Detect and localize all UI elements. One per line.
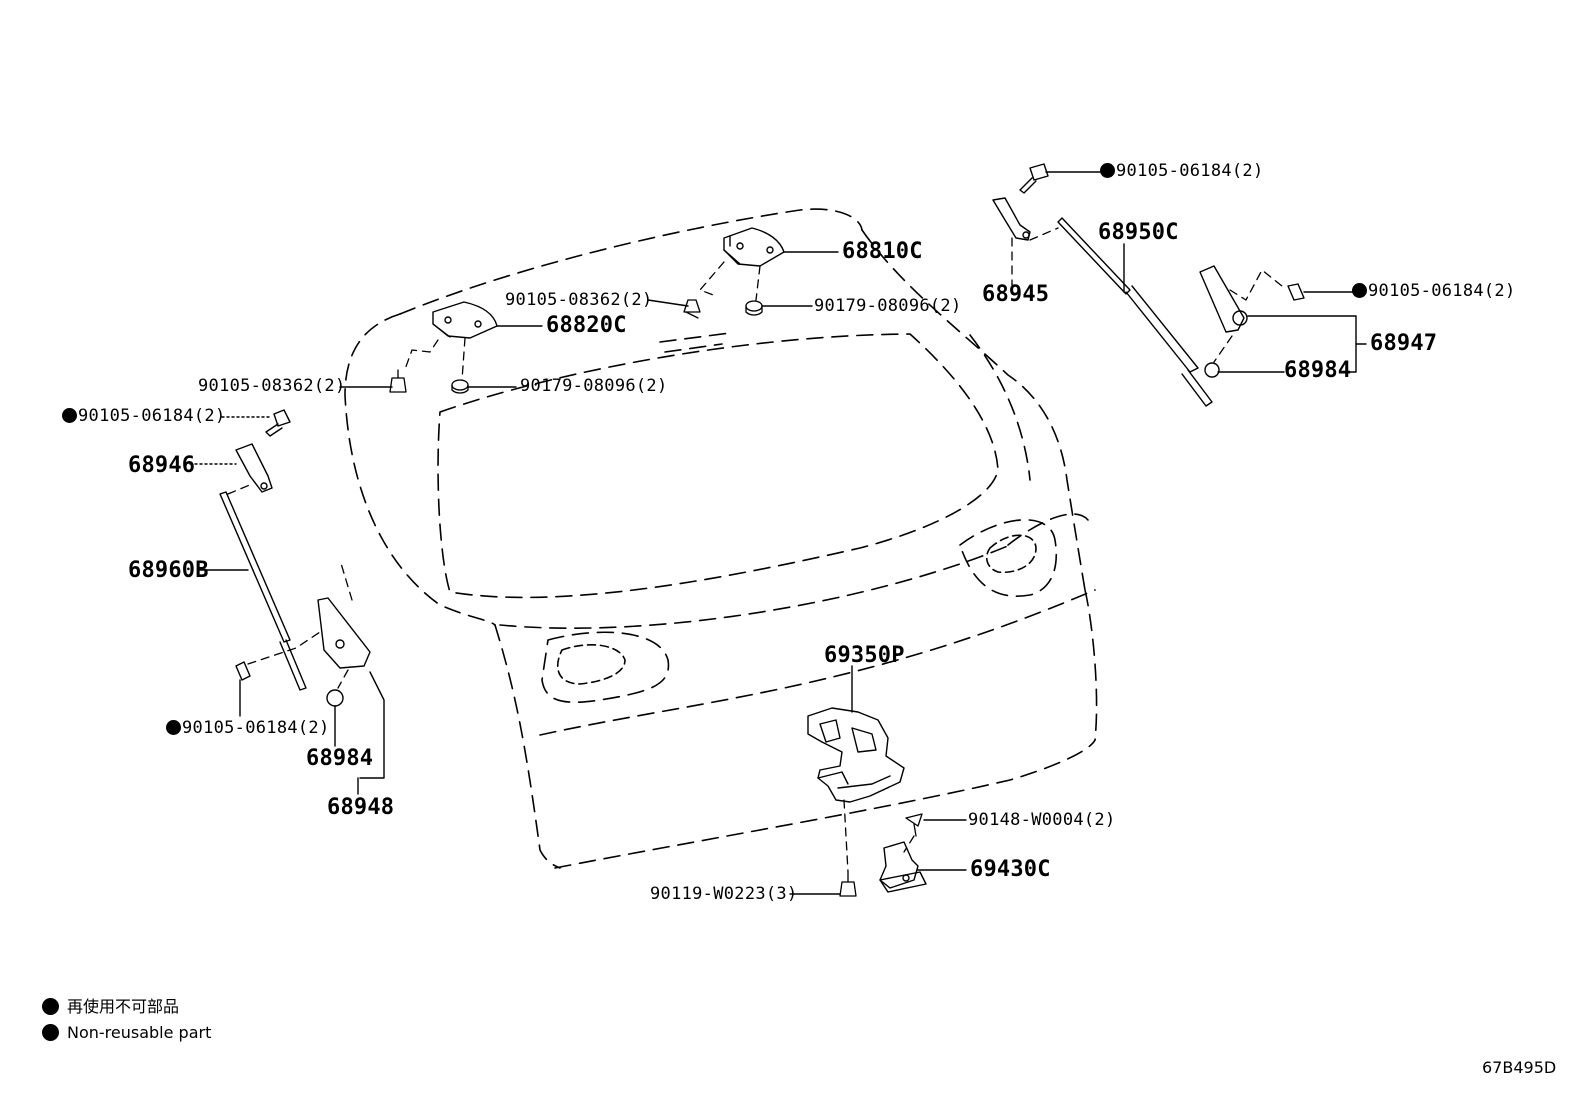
non-reusable-dot-icon [166,720,181,735]
hinge-fastener-dashes [403,261,761,381]
non-reusable-dot-icon [42,998,59,1015]
hinge-68820c [432,301,498,339]
left-strut-dashes [227,483,353,689]
lower-screws [839,813,923,897]
lock-69350p [807,707,905,803]
legend-japanese: 再使用不可部品 [42,998,179,1015]
label-68820c: 68820C [546,313,627,338]
label-90148-w0004: 90148-W0004(2) [968,810,1116,830]
right-strut-assembly [992,163,1305,407]
label-68984-left: 68984 [306,746,374,771]
label-68945: 68945 [982,282,1050,307]
label-90105-08362-left: 90105-08362(2) [198,376,346,396]
label-68948: 68948 [327,795,395,820]
label-90105-06184-left-bottom: 90105-06184(2) [166,720,330,737]
lamp-left-lens [556,644,626,685]
label-68960b: 68960B [128,558,209,583]
leader-lines [189,171,1367,895]
legend-english: Non-reusable part [42,1024,211,1041]
label-68950c: 68950C [1098,220,1179,245]
label-90105-08362-center: 90105-08362(2) [505,290,653,310]
label-68984-right: 68984 [1284,358,1352,383]
non-reusable-dot-icon [1352,283,1367,298]
non-reusable-dot-icon [62,408,77,423]
label-90179-08096-left: 90179-08096(2) [520,376,668,396]
label-68810c: 68810C [842,239,923,264]
label-69350p: 69350P [824,643,905,668]
label-90179-08096-center: 90179-08096(2) [814,296,962,316]
left-strut-assembly [219,409,371,707]
lower-dashes [843,799,915,873]
striker-69430c [879,841,927,893]
label-68946: 68946 [128,453,196,478]
label-90105-06184-left-top: 90105-06184(2) [62,408,226,425]
label-90119-w0223: 90119-W0223(3) [650,884,798,904]
hinge-68810c [723,227,785,267]
diagram-code: 67B495D [1482,1058,1557,1077]
non-reusable-dot-icon [42,1024,59,1041]
back-door-outline [344,208,1098,869]
right-strut-dashes [1011,227,1283,363]
label-90105-06184-top: 90105-06184(2) [1100,163,1264,180]
label-68947: 68947 [1370,331,1438,356]
label-90105-06184-right: 90105-06184(2) [1352,283,1516,300]
non-reusable-dot-icon [1100,163,1115,178]
lamp-right-lens [985,534,1037,574]
label-69430c: 69430C [970,857,1051,882]
